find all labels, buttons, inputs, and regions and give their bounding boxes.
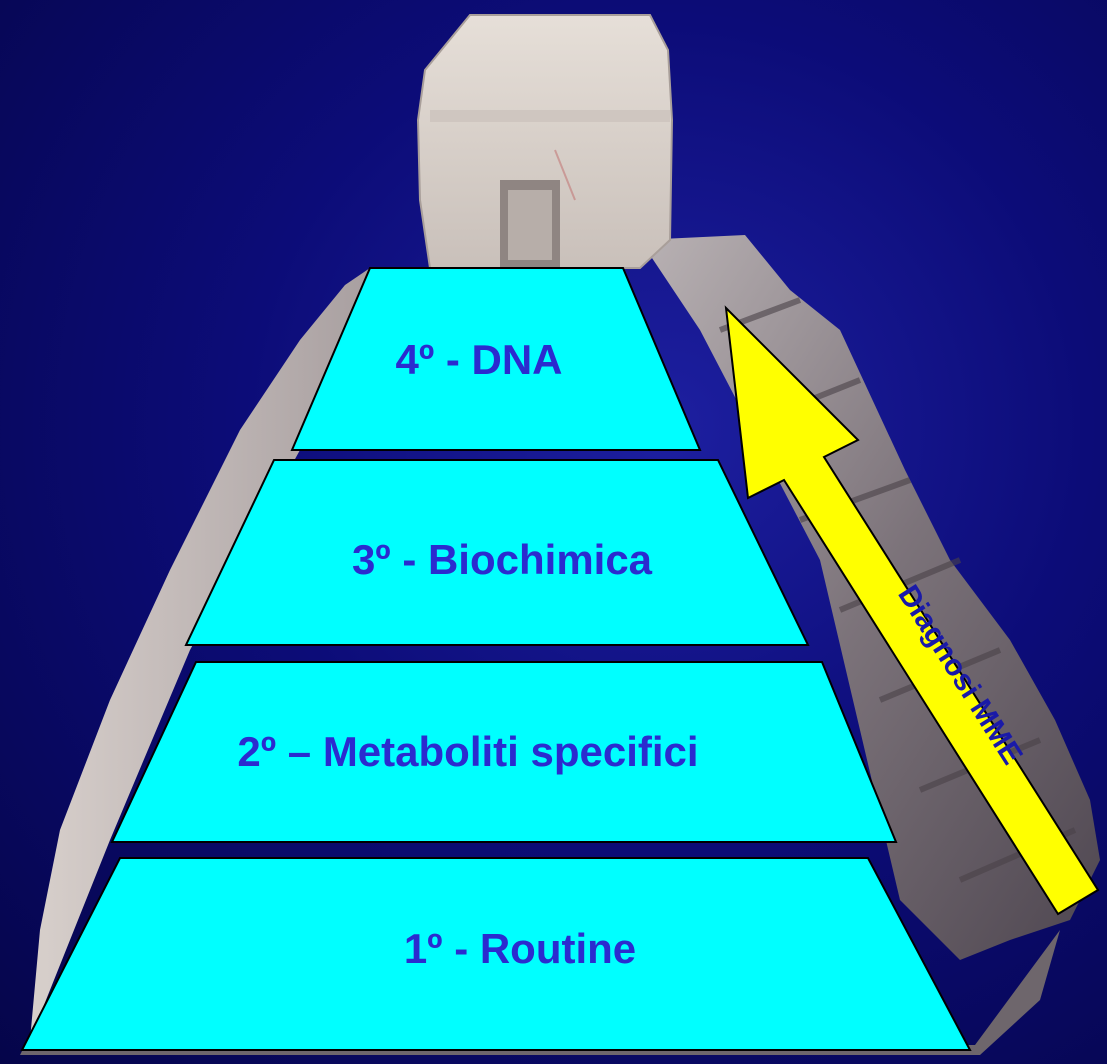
tier-2-label: 2º – Metaboliti specifici — [237, 728, 698, 775]
temple — [418, 15, 672, 268]
tier-3-label: 3º - Biochimica — [352, 536, 653, 583]
tier-4-label: 4º - DNA — [395, 336, 562, 383]
tier-1-label: 1º - Routine — [404, 925, 636, 972]
